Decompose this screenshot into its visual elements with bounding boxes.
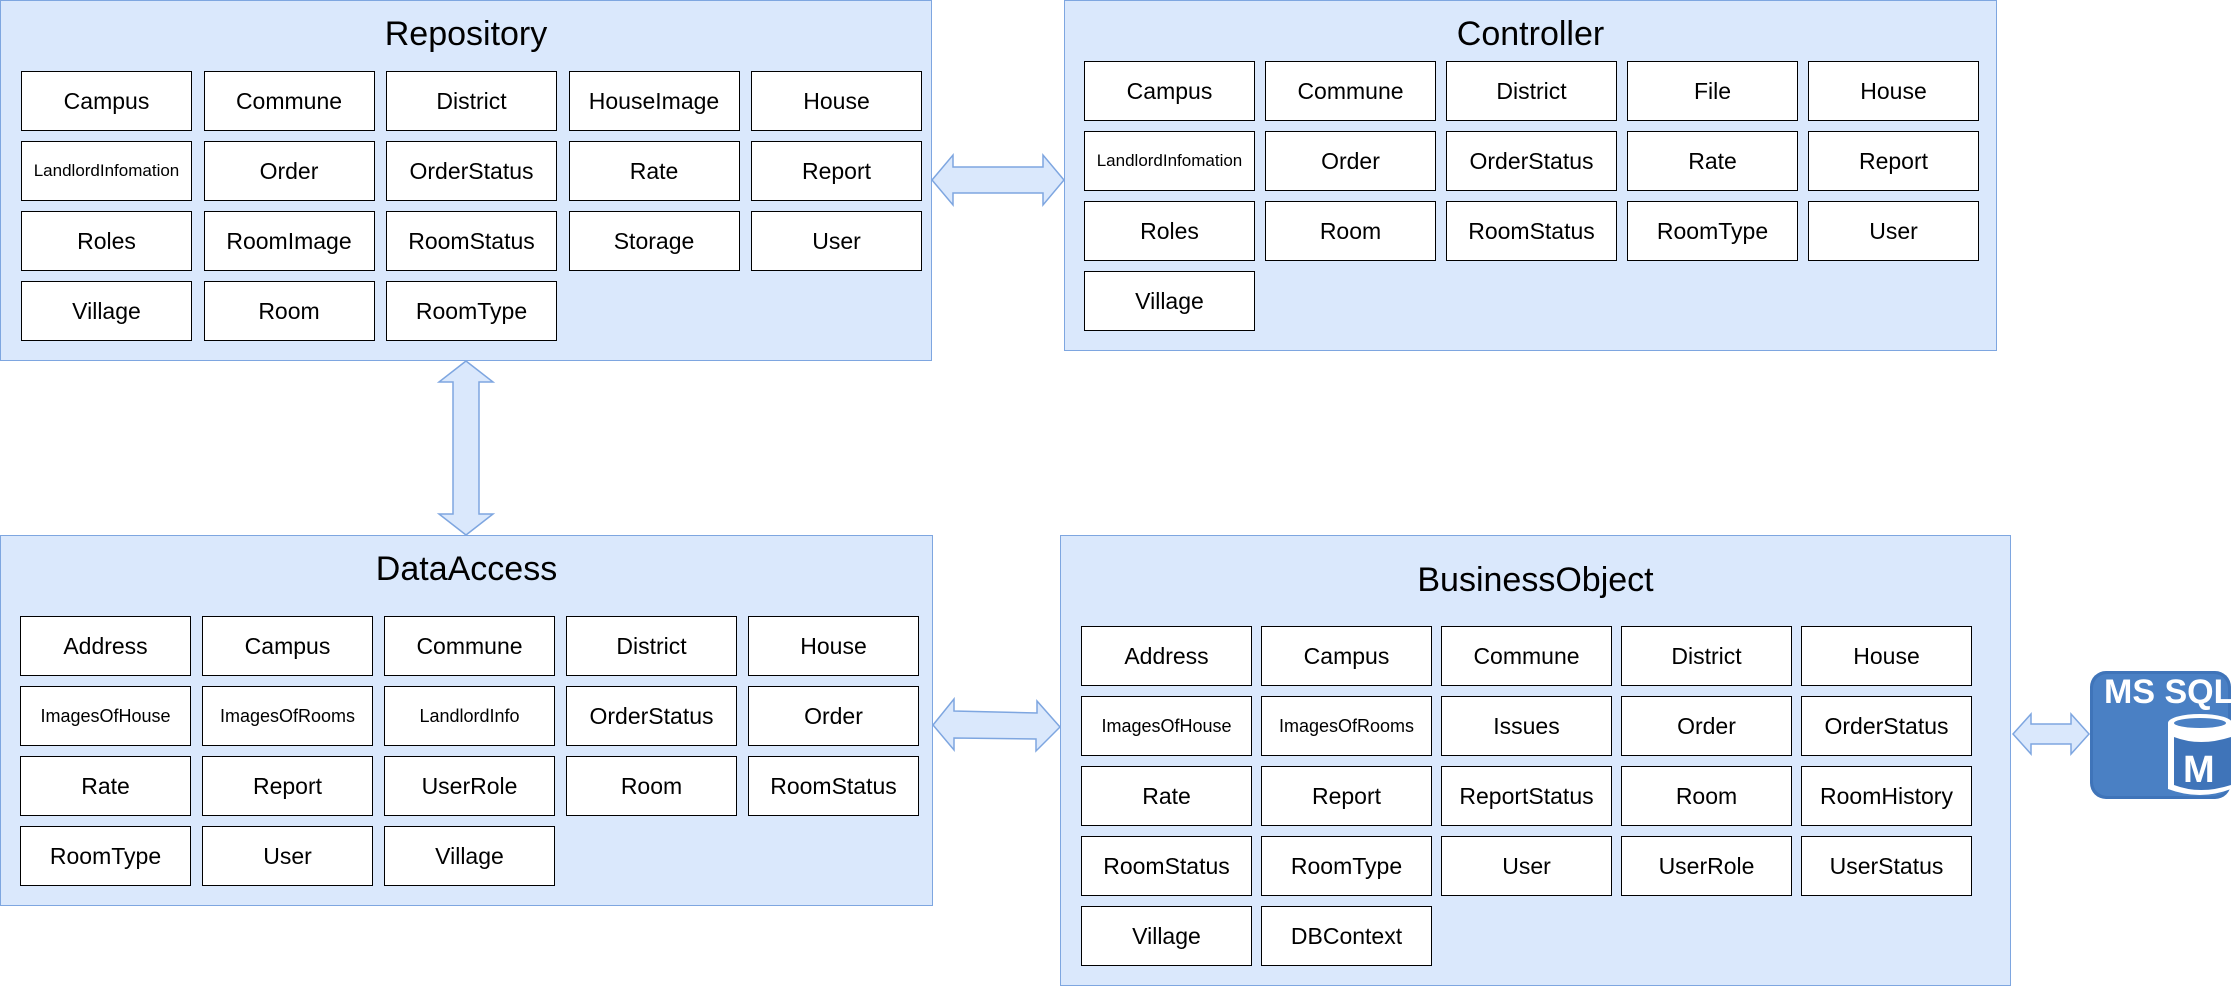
class-box: RoomType (386, 281, 557, 341)
class-box: House (748, 616, 919, 676)
class-box: District (386, 71, 557, 131)
class-box: UserRole (384, 756, 555, 816)
class-box: Rate (1081, 766, 1252, 826)
class-box: Room (566, 756, 737, 816)
class-box: Roles (1084, 201, 1255, 261)
class-box: User (751, 211, 922, 271)
class-box: District (1621, 626, 1792, 686)
class-box: Address (1081, 626, 1252, 686)
dataaccess-businessobject-arrow (932, 696, 1062, 753)
class-box: Commune (203, 71, 375, 131)
class-box: ImagesOfRooms (202, 686, 373, 746)
class-box: ReportStatus (1441, 766, 1612, 826)
class-box: ImagesOfHouse (20, 686, 191, 746)
class-box: House (751, 71, 922, 131)
db-letter: M (2183, 749, 2215, 791)
class-box: Village (1081, 906, 1252, 966)
class-box: RoomStatus (748, 756, 919, 816)
class-box: UserStatus (1801, 836, 1972, 896)
class-box: Room (1265, 201, 1436, 261)
class-box: RoomType (20, 826, 191, 886)
class-box: Campus (202, 616, 373, 676)
repository-controller-arrow (931, 152, 1065, 208)
class-box: Commune (384, 616, 555, 676)
class-box: DBContext (1261, 906, 1432, 966)
class-box: District (1446, 61, 1617, 121)
class-box: File (1627, 61, 1798, 121)
class-box: OrderStatus (386, 141, 557, 201)
class-box: RoomHistory (1801, 766, 1972, 826)
class-box: RoomType (1261, 836, 1432, 896)
class-box: Commune (1441, 626, 1612, 686)
class-box: User (202, 826, 373, 886)
class-box: Room (203, 281, 375, 341)
class-box: Report (751, 141, 922, 201)
class-box: Village (384, 826, 555, 886)
class-box: Storage (568, 211, 740, 271)
class-box: Commune (1265, 61, 1436, 121)
class-box: OrderStatus (1801, 696, 1972, 756)
class-box: Village (1084, 271, 1255, 331)
class-box: Order (1265, 131, 1436, 191)
class-box: RoomStatus (386, 211, 557, 271)
class-box: Rate (20, 756, 191, 816)
class-box: OrderStatus (566, 686, 737, 746)
class-box: Report (1261, 766, 1432, 826)
class-box: Campus (1261, 626, 1432, 686)
class-box: Roles (21, 211, 192, 271)
package-title: Controller (1456, 15, 1605, 53)
class-box: Order (203, 141, 375, 201)
class-box: Issues (1441, 696, 1612, 756)
class-box: Report (1808, 131, 1979, 191)
class-box: RoomStatus (1446, 201, 1617, 261)
class-box: LandlordInfomation (1084, 131, 1255, 191)
class-box: House (1808, 61, 1979, 121)
class-box: Order (1621, 696, 1792, 756)
class-box: House (1801, 626, 1972, 686)
class-box: HouseImage (568, 71, 740, 131)
businessobject-mssql-arrow (2011, 712, 2091, 756)
class-box: LandlordInfo (384, 686, 555, 746)
class-box: Campus (21, 71, 192, 131)
class-box: Address (20, 616, 191, 676)
class-box: Rate (568, 141, 740, 201)
ms-sql-label: MS SQL (2104, 673, 2231, 711)
class-box: User (1808, 201, 1979, 261)
package-title: BusinessObject (1417, 561, 1654, 599)
class-box: Village (21, 281, 192, 341)
class-box: User (1441, 836, 1612, 896)
class-box: ImagesOfRooms (1261, 696, 1432, 756)
class-box: Order (748, 686, 919, 746)
class-box: RoomStatus (1081, 836, 1252, 896)
class-box: LandlordInfomation (21, 141, 192, 201)
class-box: RoomImage (203, 211, 375, 271)
class-box: Room (1621, 766, 1792, 826)
package-title: DataAccess (375, 550, 558, 588)
class-box: Campus (1084, 61, 1255, 121)
class-box: ImagesOfHouse (1081, 696, 1252, 756)
class-box: Report (202, 756, 373, 816)
class-box: RoomType (1627, 201, 1798, 261)
repository-dataaccess-arrow (436, 360, 496, 536)
class-box: Rate (1627, 131, 1798, 191)
package-title: Repository (384, 15, 548, 53)
class-box: District (566, 616, 737, 676)
class-box: UserRole (1621, 836, 1792, 896)
class-box: OrderStatus (1446, 131, 1617, 191)
ms-sql-database-icon: MS SQL M (2090, 671, 2231, 799)
